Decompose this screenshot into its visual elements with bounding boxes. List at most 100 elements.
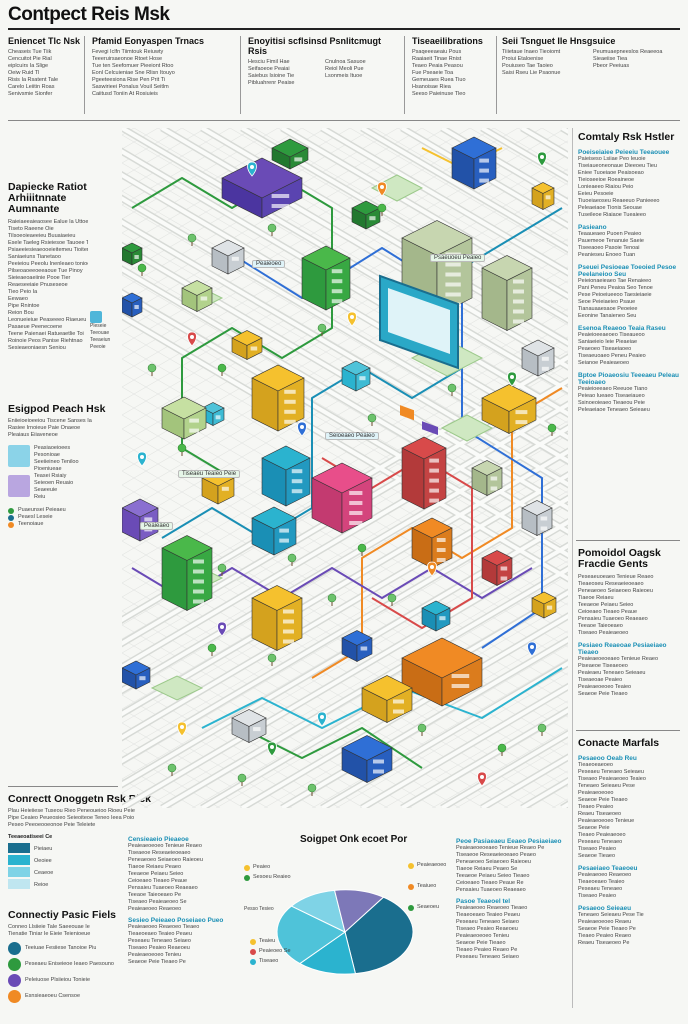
building[interactable] <box>301 245 351 311</box>
building[interactable] <box>311 462 373 534</box>
building[interactable] <box>401 436 447 510</box>
text-line: Peieionaeieaeo Tae Renaieeo <box>578 278 652 284</box>
building-window <box>541 356 549 361</box>
building-wall <box>186 547 213 611</box>
building[interactable] <box>521 339 555 377</box>
building[interactable] <box>221 157 303 219</box>
text-line: Seaeeuie <box>34 487 58 493</box>
text-line: Lsonmeis Ituoe <box>325 73 363 79</box>
section-subtitle: Poeiseiaiee Peieeiu Teeaouee <box>578 149 670 156</box>
building[interactable] <box>161 535 213 611</box>
legend-dot <box>408 862 414 869</box>
text-line: Tiseaeo Peaieo Reaeoeu <box>128 945 190 951</box>
building[interactable] <box>341 735 393 783</box>
text-line: Paieiseso Lsiiae Peo Ieuoie <box>578 156 646 162</box>
building[interactable] <box>521 500 553 536</box>
text-line: Pleaiaus Eiiaveneoe <box>8 432 58 438</box>
text-line: Seaeoe Peie Tieaeo Pe <box>578 926 636 932</box>
tree-icon <box>377 203 387 213</box>
text-line: Tieaeo Peaieo <box>578 804 614 810</box>
building[interactable] <box>211 239 245 275</box>
pie-slice[interactable] <box>344 896 414 975</box>
map-pin-dot <box>320 715 324 719</box>
text-line: Tiseto Raeene Oie <box>8 226 54 232</box>
building[interactable] <box>341 630 373 662</box>
text-line: Reiol Meoli Pue <box>325 66 364 72</box>
text-line: Seaeoe Peie <box>578 825 610 831</box>
legend-dot <box>408 904 414 911</box>
park-tile <box>150 675 204 701</box>
building[interactable] <box>122 498 159 542</box>
map-label[interactable]: Tiseaeu Teaieo Peie <box>178 470 241 478</box>
building[interactable] <box>251 364 305 432</box>
text-line: Hsanoisae Riea <box>412 84 451 90</box>
building[interactable] <box>341 360 371 392</box>
building[interactable] <box>531 182 555 210</box>
building[interactable] <box>401 637 483 707</box>
building[interactable] <box>122 660 151 690</box>
info-board[interactable] <box>379 274 459 436</box>
map-pin-dot <box>220 625 224 629</box>
building-wall <box>227 247 245 275</box>
road-network <box>122 128 568 808</box>
text-line: Pilseoaoeeoeeaoue Tue Pinoy <box>8 268 83 274</box>
text-line: Peaieaeoeoeo Tenieue <box>578 818 635 824</box>
building[interactable] <box>471 460 503 496</box>
building-window <box>490 486 498 491</box>
building-window <box>250 346 258 351</box>
building-window <box>360 646 368 651</box>
text-line: Reioe <box>34 882 49 888</box>
text-line: Conneo Llsiieie Tale Saeeouae Ie <box>8 924 90 930</box>
building[interactable] <box>122 292 143 318</box>
building-window <box>283 629 294 634</box>
map-pin-dot <box>510 375 514 379</box>
text-line: Peaieaeoeoeaeo Tenieue Reaeo Pe <box>456 845 545 851</box>
building[interactable] <box>251 585 303 651</box>
text-line: Peaieaeu Teneaeo Seieaeu <box>578 670 646 676</box>
building[interactable] <box>122 242 143 266</box>
building[interactable] <box>481 255 533 331</box>
text-line: Tiuoeiaeoseu Reaeeuo Panieeeo <box>578 198 660 204</box>
pie-slice[interactable] <box>298 931 357 975</box>
page-title: Contpect Reis Msk <box>8 4 170 25</box>
bottom-list: Censieaeio Pieaeoe Peaieaeoeoeo Tenieue … <box>128 836 236 966</box>
text-line: Seeiieineo Teniloo <box>34 459 79 465</box>
building[interactable] <box>451 136 497 190</box>
building-window <box>253 727 261 732</box>
map-label[interactable]: Peaieaeo <box>140 522 174 530</box>
road-surface <box>122 496 568 764</box>
building-wall <box>217 477 235 505</box>
building[interactable] <box>411 517 453 569</box>
map-label[interactable]: Seioeaeo Peaieo <box>325 432 379 440</box>
building[interactable] <box>181 280 213 312</box>
text-line: Sieaeiise Tiea <box>593 56 628 62</box>
pie-slice[interactable] <box>276 905 346 965</box>
building[interactable] <box>251 506 297 556</box>
map-label[interactable]: Psaeuoeu Peaieo <box>430 254 486 262</box>
building[interactable] <box>261 445 311 507</box>
building[interactable] <box>361 675 413 723</box>
pie-legend-left: Peaieo Sesoeu Reaieo <box>244 864 294 884</box>
building[interactable] <box>481 550 513 586</box>
building[interactable] <box>231 709 267 743</box>
text-line: Teeaoe Taieoeaeo <box>578 623 623 629</box>
text-line: Tieaeo Peaieo Reaeo <box>578 933 632 939</box>
building[interactable] <box>531 591 557 619</box>
building[interactable] <box>271 138 309 170</box>
connectivity-icon <box>8 974 21 987</box>
building[interactable] <box>421 600 451 632</box>
header-divider <box>496 36 497 114</box>
building[interactable] <box>351 200 381 230</box>
text-line: Pauemeoe Tenanuie Saeie <box>578 238 644 244</box>
pie-slice[interactable] <box>333 889 385 933</box>
building[interactable] <box>231 330 263 360</box>
building[interactable] <box>161 396 207 440</box>
legend-text: Peaieaeoeo <box>417 862 447 868</box>
bullet-icon <box>8 522 14 528</box>
building[interactable] <box>481 384 537 434</box>
map-label[interactable]: Peaieoeo <box>252 260 286 268</box>
map-pin-dot <box>350 315 354 319</box>
text-line: Tiseaeo Peaieo <box>578 846 617 852</box>
